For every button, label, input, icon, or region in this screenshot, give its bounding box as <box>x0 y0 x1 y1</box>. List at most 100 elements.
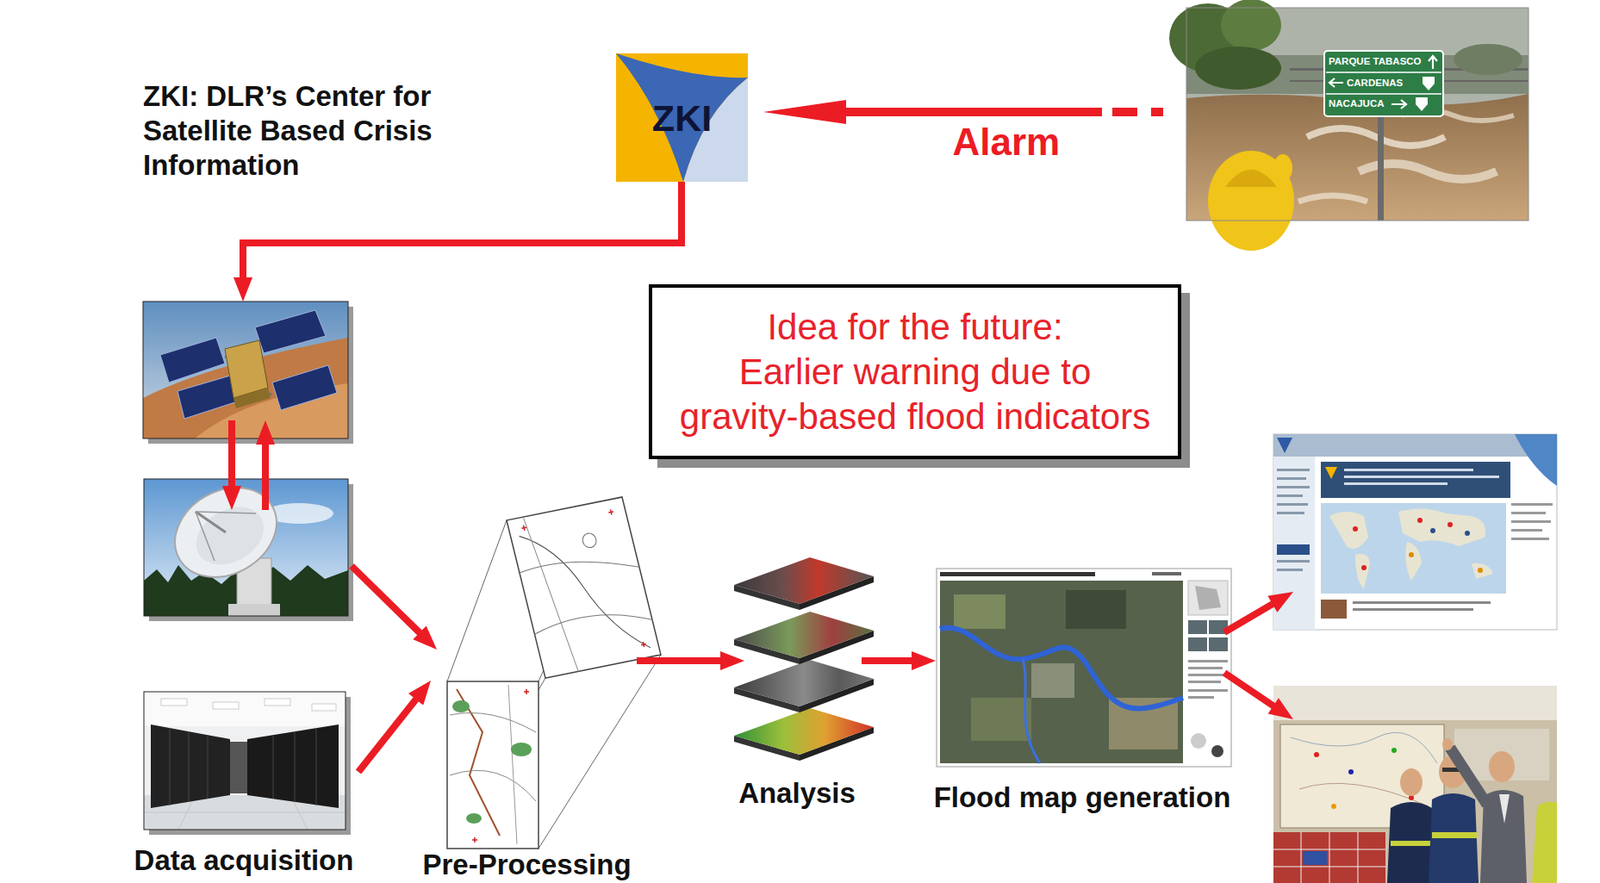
analysis-layers <box>734 611 874 659</box>
website-screenshot <box>1276 485 1310 489</box>
website-screenshot <box>1511 529 1543 532</box>
website-screenshot <box>1405 541 1422 581</box>
operations-room-photo <box>1313 752 1320 758</box>
operations-room-photo <box>1273 685 1557 883</box>
process-step: Flood map generation <box>928 564 1236 815</box>
website-screenshot <box>1511 511 1546 515</box>
sign-text: CARDENAS <box>1346 74 1403 91</box>
website-screenshot <box>1344 482 1448 486</box>
flow-arrows <box>1267 591 1294 613</box>
word: for <box>847 306 891 348</box>
word: the <box>899 306 950 348</box>
computer-room-photo <box>316 728 318 806</box>
computer-room-photo <box>247 724 339 809</box>
flow-arrows <box>261 438 269 511</box>
map-sheets <box>533 603 653 643</box>
word: NACAJUCA <box>1328 98 1385 109</box>
operations-room-photo <box>1302 851 1327 866</box>
process-step: Data acquisition <box>129 689 359 878</box>
flood-map-sheet <box>1188 580 1228 616</box>
word: CARDENAS <box>1346 77 1403 88</box>
website-screenshot <box>1352 526 1358 532</box>
node-label: ZKI <box>652 96 712 140</box>
process-step: Pre-Processing <box>417 497 637 882</box>
flow-arrows <box>1268 697 1294 720</box>
flood-photo <box>1298 195 1368 202</box>
word: warning <box>853 351 981 393</box>
website-screenshot <box>1276 560 1310 563</box>
map-sheets <box>472 689 530 843</box>
word: to <box>1060 351 1091 393</box>
map-sheets <box>447 678 546 849</box>
satellite-image <box>233 387 271 409</box>
flood-map-sheet <box>1151 572 1182 576</box>
flood-photo <box>1307 128 1445 146</box>
process-step: Analysis <box>732 542 862 810</box>
flood-photo <box>1453 43 1523 75</box>
operations-room-photo <box>1400 768 1423 797</box>
zki-logo <box>616 53 748 182</box>
flood-photo <box>1195 46 1282 90</box>
logo-box: ZKI <box>616 53 748 182</box>
flood-map-sheet <box>1188 673 1227 677</box>
flood-map-sheet <box>1188 696 1215 699</box>
word: acquisition <box>203 844 354 877</box>
computer-room-photo <box>207 734 209 799</box>
word: gravity-based <box>679 396 897 437</box>
satellite-image <box>224 340 268 399</box>
flood-map-sheet <box>936 568 1232 767</box>
website-screenshot <box>1273 434 1557 630</box>
word: ZKI <box>652 97 712 139</box>
operations-room-photo <box>1499 794 1510 824</box>
operations-room-photo <box>1273 685 1557 883</box>
website-screenshot <box>1355 554 1370 590</box>
computer-room-photo <box>188 731 190 803</box>
map-sheets <box>580 532 598 549</box>
website-screenshot <box>1276 468 1310 472</box>
flood-photo <box>1377 114 1384 221</box>
website-screenshot <box>1276 568 1303 572</box>
computer-room-photo <box>143 691 346 830</box>
map-sheets <box>518 547 640 591</box>
map-sheets <box>538 654 661 849</box>
flow-arrows <box>351 566 424 637</box>
operations-room-photo <box>1428 793 1479 883</box>
operations-room-photo <box>1273 832 1386 883</box>
flow-arrows <box>255 420 275 445</box>
operations-room-photo <box>1329 832 1331 883</box>
word: for <box>392 80 431 113</box>
website-screenshot <box>1430 528 1436 534</box>
flood-photo <box>1428 56 1438 69</box>
operations-room-photo <box>1391 747 1397 754</box>
map-sheets <box>521 507 648 666</box>
website-screenshot <box>1276 494 1303 498</box>
sign-text: NACAJUCA <box>1328 95 1385 112</box>
map-sheets <box>452 700 470 713</box>
zki-logo <box>616 53 748 182</box>
flood-photo <box>1225 169 1277 187</box>
node-label: Pre-Processing <box>422 848 631 882</box>
flood-photo <box>1207 150 1295 251</box>
website-screenshot <box>1276 511 1305 515</box>
computer-room-photo <box>161 698 187 706</box>
satellite-image <box>143 301 349 439</box>
satellite-image <box>272 365 337 411</box>
antenna-photo <box>195 511 256 514</box>
operations-room-photo <box>1348 769 1354 775</box>
flow-arrow <box>827 107 1187 117</box>
word: Earlier <box>739 351 844 393</box>
website-screenshot <box>1511 520 1551 523</box>
website-screenshot <box>1276 477 1307 480</box>
satellite-image <box>143 337 349 439</box>
computer-room-photo <box>311 703 337 711</box>
flow-arrow <box>861 657 918 665</box>
note-box: Idea for the future:Earlier warning due … <box>648 284 1182 460</box>
flow-arrows <box>222 485 242 511</box>
flood-photo <box>1273 154 1293 182</box>
flood-photo <box>1329 78 1344 88</box>
operations-room-photo <box>1331 803 1337 810</box>
word: Based <box>260 114 346 147</box>
website-screenshot <box>1273 434 1557 457</box>
word: Pre-Processing <box>422 848 631 881</box>
operations-room-photo <box>1480 790 1527 883</box>
